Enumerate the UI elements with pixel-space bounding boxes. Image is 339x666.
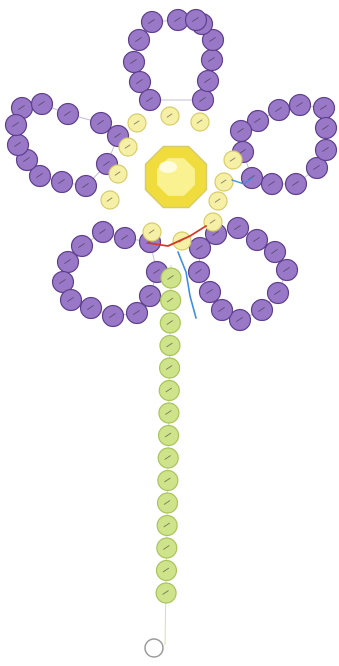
blue-thread: [178, 252, 196, 318]
petal-bead: [129, 30, 150, 51]
petal-bead: [247, 230, 268, 251]
stem-bead: [158, 471, 178, 491]
center-ring-bead: [128, 114, 146, 132]
petal-bead: [316, 140, 337, 161]
petal-bead: [140, 286, 161, 307]
petal-bead: [6, 115, 27, 136]
petal-bead: [93, 222, 114, 243]
stem: [145, 265, 181, 657]
petal-bead: [314, 98, 335, 119]
petal-bead: [58, 252, 79, 273]
end-bead: [145, 639, 163, 657]
petal-bead: [103, 306, 124, 327]
petal-bead: [200, 282, 221, 303]
petal-bead: [316, 118, 337, 139]
stem-bead: [158, 493, 178, 513]
stem-bead: [161, 291, 181, 311]
stem-bead: [160, 358, 180, 378]
center-ring-bead: [204, 213, 222, 231]
petal-bead: [140, 90, 161, 111]
center-ring-bead: [109, 165, 127, 183]
petal-bead: [269, 100, 290, 121]
petal-bead: [142, 12, 163, 33]
petal-bead: [290, 95, 311, 116]
petal-bead: [262, 174, 283, 195]
stem-bead: [158, 448, 178, 468]
stem-bead: [157, 538, 177, 558]
center-ring-bead: [119, 138, 137, 156]
petal-1: [124, 10, 224, 111]
center-ring-bead: [215, 173, 233, 191]
petal-bead: [32, 94, 53, 115]
stem-bead: [159, 426, 179, 446]
petal-bead: [198, 71, 219, 92]
petal-bead: [8, 135, 29, 156]
petal-2: [6, 94, 129, 197]
stem-bead: [160, 313, 180, 333]
center-ring-bead: [161, 107, 179, 125]
center-stone: [146, 147, 207, 208]
center-ring-bead: [173, 232, 191, 250]
petal-bead: [189, 262, 210, 283]
center-ring-bead: [191, 113, 209, 131]
petal-bead: [76, 176, 97, 197]
petal-bead: [212, 300, 233, 321]
center-ring-bead: [101, 191, 119, 209]
center-ring-bead: [209, 192, 227, 210]
petal-bead: [81, 298, 102, 319]
petal-bead: [202, 50, 223, 71]
petal-bead: [277, 260, 298, 281]
petal-bead: [231, 121, 252, 142]
petal-bead: [61, 290, 82, 311]
petal-bead: [252, 300, 273, 321]
center-ring-bead: [224, 151, 242, 169]
stem-bead: [156, 583, 176, 603]
petal-bead: [58, 104, 79, 125]
stem-bead: [161, 268, 181, 288]
stem-bead: [159, 381, 179, 401]
petal-bead: [268, 283, 289, 304]
center-ring-bead: [143, 223, 161, 241]
petal-bead: [286, 174, 307, 195]
petal-bead: [228, 218, 249, 239]
stem-bead: [159, 403, 179, 423]
stem-bead: [157, 516, 177, 536]
petal-bead: [115, 228, 136, 249]
petal-5: [189, 218, 298, 331]
petal-3: [231, 95, 337, 195]
stem-bead: [160, 336, 180, 356]
petal-bead: [265, 242, 286, 263]
petal-bead: [91, 113, 112, 134]
petal-bead: [124, 52, 145, 73]
center-stone-glint: [159, 161, 177, 173]
petal-bead: [186, 10, 207, 31]
petal-bead: [52, 172, 73, 193]
petal-bead: [193, 90, 214, 111]
petal-bead: [127, 303, 148, 324]
stem-bead: [156, 561, 176, 581]
